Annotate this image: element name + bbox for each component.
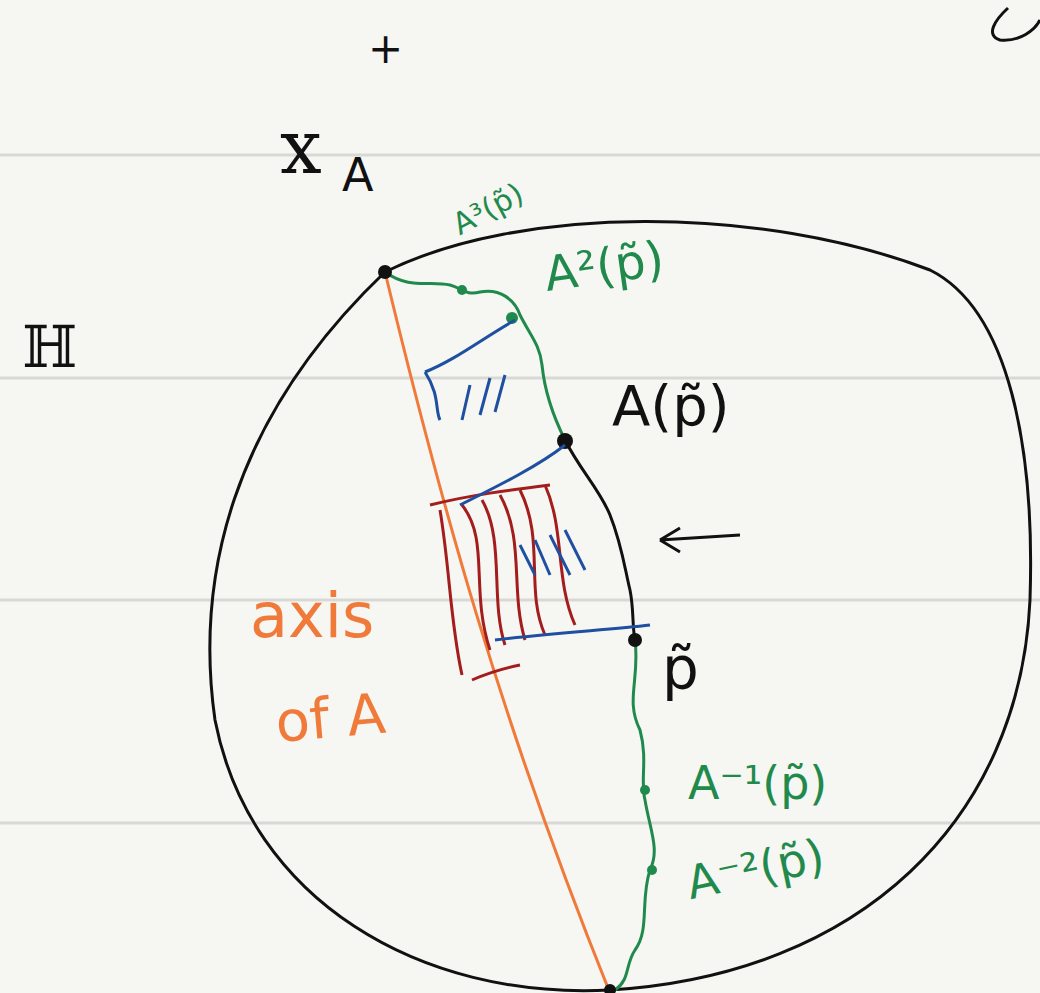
orbit-label: A²(p̃) xyxy=(541,234,667,298)
axis-label: axis xyxy=(250,585,374,647)
subscript-name: A xyxy=(342,152,373,198)
red-hatching xyxy=(430,485,575,680)
stray-mark xyxy=(992,8,1040,40)
orbit-label: A⁻²(p̃) xyxy=(682,832,828,906)
point-label: A(p̃) xyxy=(612,378,730,434)
axis-label: of A xyxy=(273,686,388,751)
superscript-sign: + xyxy=(368,28,403,70)
point-name: x xyxy=(280,110,322,184)
pointer-arrow xyxy=(660,528,740,552)
disk-boundary xyxy=(210,221,1031,990)
space-symbol: ℍ xyxy=(22,318,77,376)
orbit-points-green xyxy=(457,285,657,875)
fundamental-segment xyxy=(565,440,635,640)
point-label: p̃ xyxy=(662,640,699,698)
orbit-label: A⁻¹(p̃) xyxy=(688,760,827,806)
blue-hatching xyxy=(425,320,650,640)
